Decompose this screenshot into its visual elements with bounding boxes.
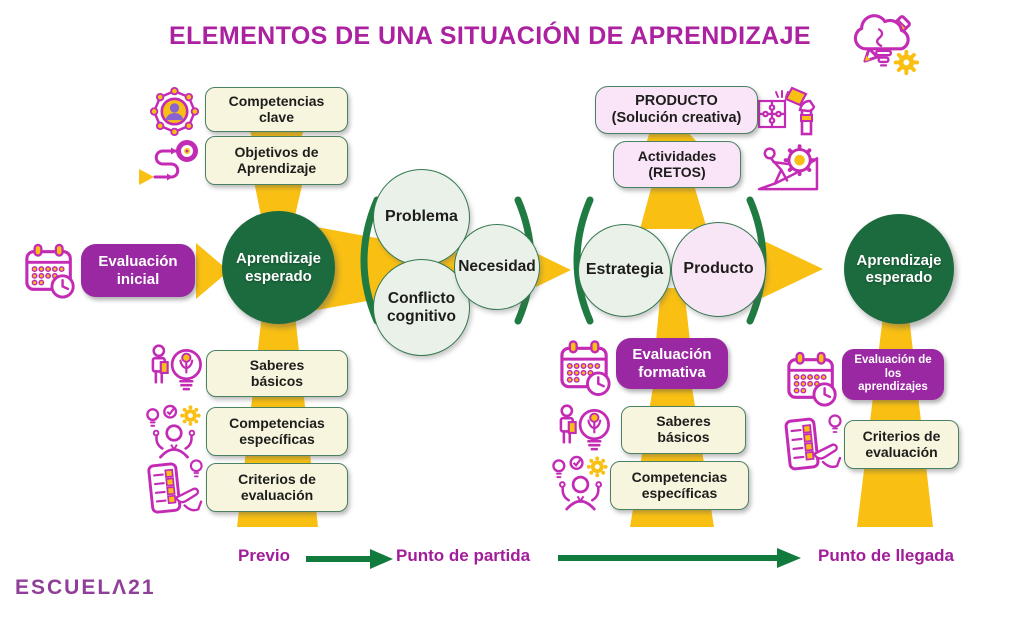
person-gear-climb-icon (755, 137, 821, 193)
box-evaluacion-aprendizajes: Evaluación de los aprendizajes (842, 349, 944, 400)
box-label: Criterios de evaluación (238, 470, 316, 503)
person-lightbulb-icon (148, 340, 205, 397)
box-label: Competencias específicas (229, 414, 325, 447)
box-label: Criterios de evaluación (862, 427, 941, 460)
calendar-clock-icon (23, 241, 79, 301)
circle-label: Producto (683, 260, 754, 278)
circle-label: Aprendizaje esperado (235, 250, 322, 285)
circle-estrategia: Estrategia (578, 224, 671, 317)
box-criterios-evaluacion-left: Criterios de evaluación (206, 463, 348, 512)
person-lightbulb-icon (556, 398, 613, 459)
box-label: Evaluación formativa (632, 346, 712, 381)
box-saberes-basicos-middle: Saberes básicos (621, 406, 746, 454)
box-competencias-especificas-middle: Competencias específicas (610, 461, 749, 510)
box-label: Saberes básicos (249, 356, 305, 389)
box-competencias-especificas-left: Competencias específicas (206, 407, 348, 456)
circle-aprendizaje-esperado-right: Aprendizaje esperado (844, 214, 954, 324)
page-title: ELEMENTOS DE UNA SITUACIÓN DE APRENDIZAJ… (169, 22, 811, 50)
box-criterios-evaluacion-right: Criterios de evaluación (844, 420, 959, 469)
box-label: Actividades (RETOS) (637, 147, 717, 180)
circle-problema: Problema (373, 169, 470, 266)
box-label: Evaluación de los aprendizajes (854, 353, 932, 394)
timeline-label-punto-llegada: Punto de llegada (818, 546, 955, 565)
box-producto-solucion-creativa: PRODUCTO (Solución creativa) (595, 86, 758, 134)
circle-producto: Producto (671, 222, 766, 317)
circle-label: Aprendizaje esperado (856, 251, 942, 286)
calendar-clock-icon (785, 350, 841, 408)
checklist-hand-icon (141, 457, 205, 521)
circle-conflicto-cognitivo: Conflicto cognitivo (373, 259, 470, 356)
calendar-clock-icon (558, 338, 615, 398)
timeline-label-punto-partida: Punto de partida (396, 546, 531, 565)
circle-label: Problema (385, 208, 458, 226)
box-actividades-retos: Actividades (RETOS) (613, 141, 741, 188)
circle-aprendizaje-esperado-left: Aprendizaje esperado (222, 211, 335, 324)
circle-label: Conflicto cognitivo (387, 289, 456, 325)
checklist-hand-icon (778, 412, 844, 478)
box-label: Saberes básicos (656, 413, 711, 445)
box-evaluacion-inicial: Evaluación inicial (81, 244, 195, 297)
timeline-arrows (306, 548, 801, 569)
person-check-gear-icon (550, 453, 611, 516)
escuela21-logo: ESCUELΛ21 (15, 576, 156, 599)
timeline-label-previo: Previo (238, 546, 290, 565)
box-label: PRODUCTO (Solución creativa) (611, 93, 742, 126)
box-label: Competencias clave (228, 92, 325, 125)
circle-label: Necesidad (458, 258, 536, 276)
box-evaluacion-formativa: Evaluación formativa (616, 338, 728, 389)
box-objetivos-aprendizaje: Objetivos de Aprendizaje (205, 136, 348, 185)
box-label: Evaluación inicial (98, 253, 178, 288)
box-label: Competencias específicas (631, 468, 728, 501)
puzzle-hand-icon (756, 84, 820, 136)
box-competencias-clave: Competencias clave (205, 87, 348, 132)
path-target-icon (137, 139, 203, 193)
network-person-icon (147, 84, 202, 139)
box-saberes-basicos-left: Saberes básicos (206, 350, 348, 397)
circle-label: Estrategia (585, 261, 664, 279)
box-label: Objetivos de Aprendizaje (234, 143, 319, 176)
person-check-gear-icon (143, 403, 205, 463)
circle-necesidad: Necesidad (454, 224, 540, 310)
